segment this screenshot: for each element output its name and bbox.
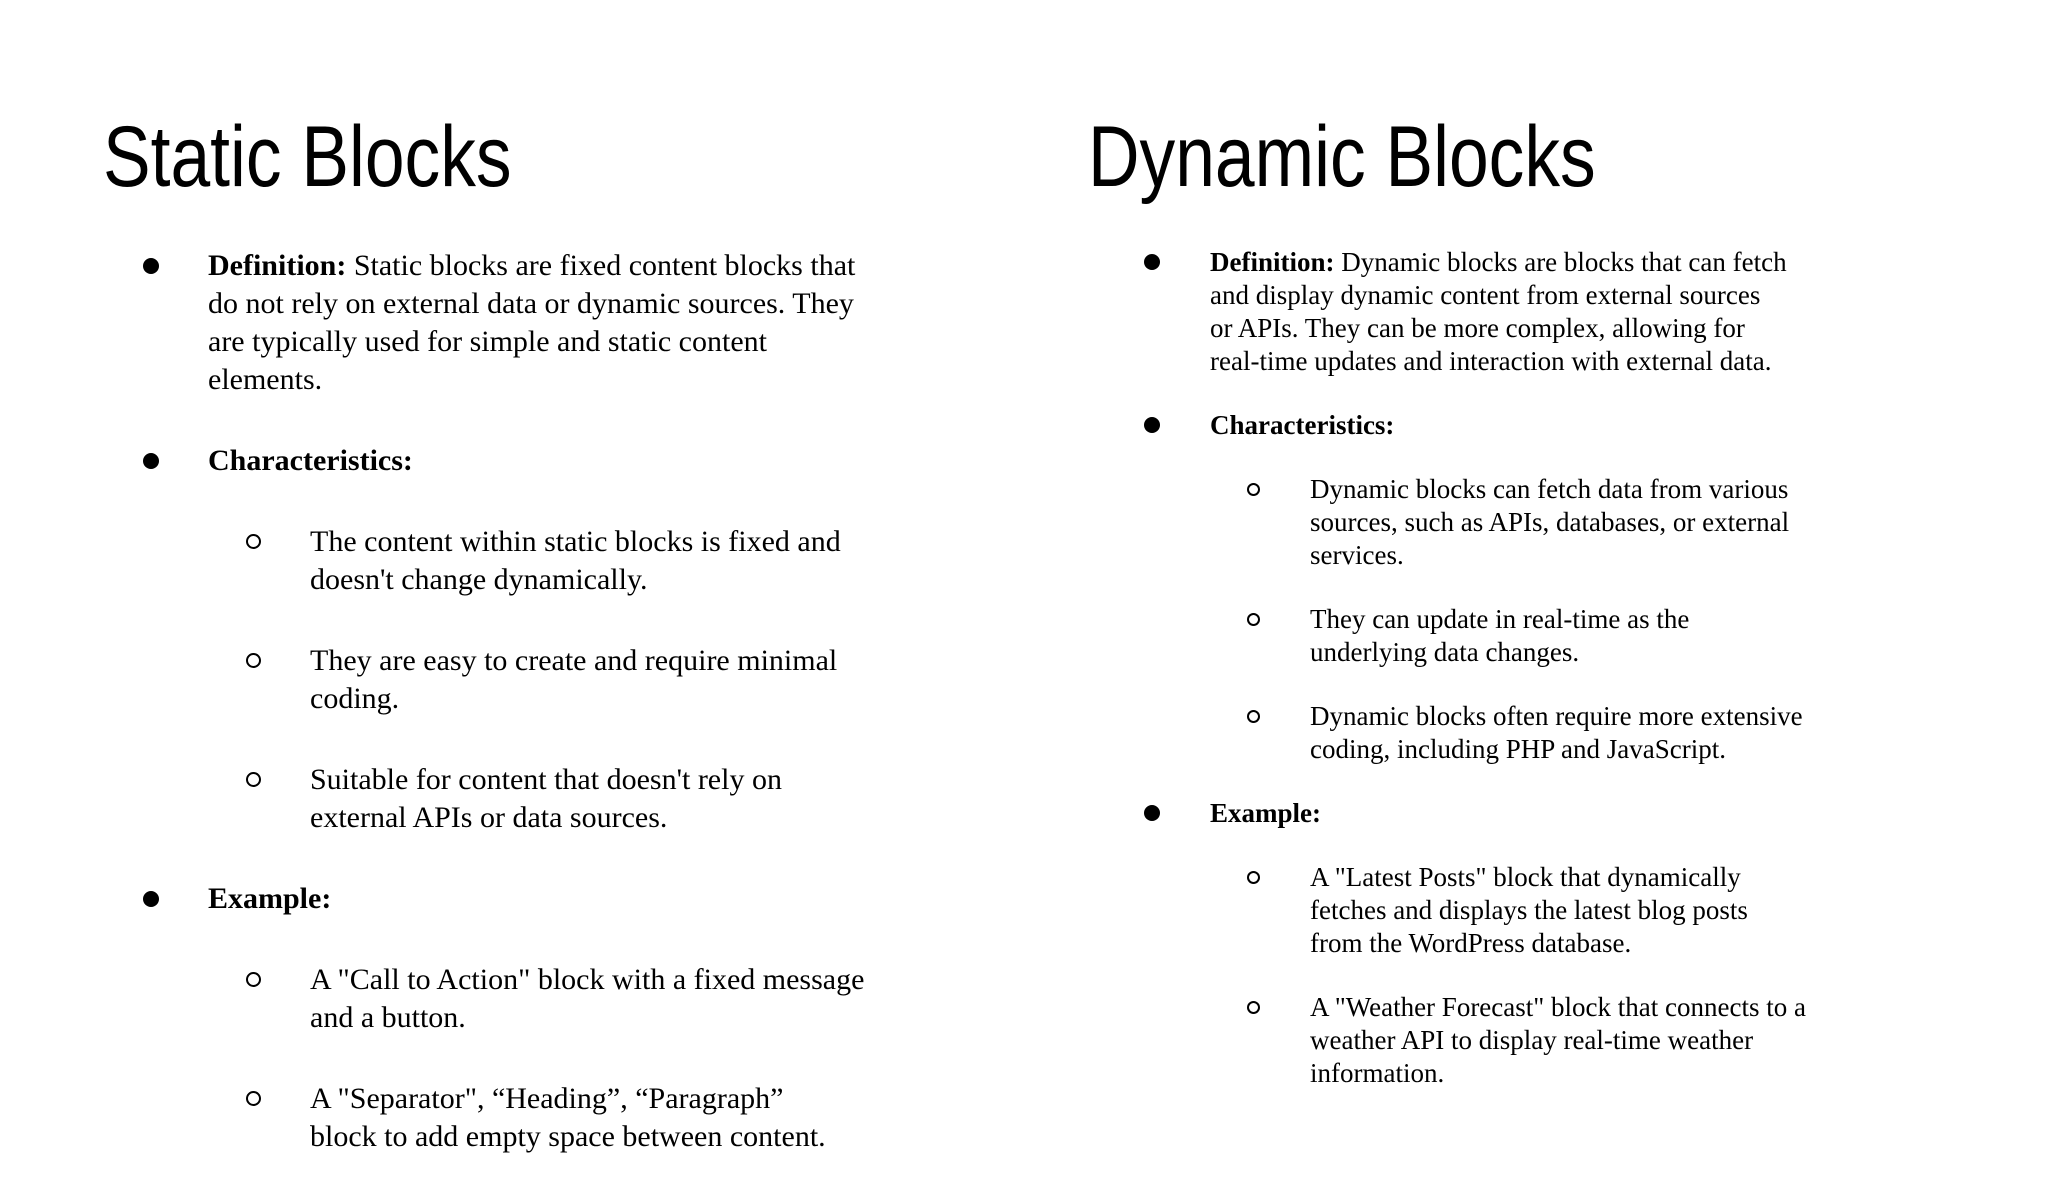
list-item-text: Definition: Static blocks are fixed cont… bbox=[208, 249, 856, 396]
dynamic-blocks-list: Definition: Dynamic blocks are blocks th… bbox=[1144, 246, 1930, 1121]
bullet-circle-icon bbox=[1247, 613, 1260, 626]
list-item-lead: Characteristics: bbox=[208, 444, 413, 477]
list-item-text: Example: bbox=[208, 880, 1058, 918]
bullet-circle-icon bbox=[246, 534, 261, 549]
right-column-title-text: Dynamic Blocks bbox=[1088, 108, 1596, 205]
bullet-circle-icon bbox=[246, 772, 261, 787]
list-item-text: Suitable for content that doesn't rely o… bbox=[310, 763, 782, 834]
left-column-title: Static Blocks bbox=[103, 114, 595, 200]
list-item-text: They are easy to create and require mini… bbox=[310, 644, 838, 715]
list-item-text: A "Call to Action" block with a fixed me… bbox=[310, 963, 865, 1034]
list-item-level2: A "Separator", “Heading”, “Paragraph” bl… bbox=[208, 1080, 1058, 1156]
right-column-title: Dynamic Blocks bbox=[1088, 114, 1700, 200]
list-item-level2: A "Latest Posts" block that dynamically … bbox=[1210, 861, 1930, 960]
list-item-text: Characteristics: bbox=[208, 442, 1058, 480]
list-item-text: Dynamic blocks can fetch data from vario… bbox=[1310, 474, 1790, 570]
bullet-circle-icon bbox=[1247, 871, 1260, 884]
list-item-text: Definition: Dynamic blocks are blocks th… bbox=[1210, 247, 1787, 376]
list-item-level2: The content within static blocks is fixe… bbox=[208, 523, 1058, 599]
list-item-level1: Definition: Static blocks are fixed cont… bbox=[143, 247, 1058, 399]
bullet-dot-icon bbox=[143, 453, 159, 469]
list-item-lead: Characteristics: bbox=[1210, 410, 1395, 440]
list-item-level2: A "Weather Forecast" block that connects… bbox=[1210, 991, 1930, 1090]
list-item-level1: Characteristics: bbox=[1144, 409, 1930, 442]
list-item-level2: They can update in real-time as the unde… bbox=[1210, 603, 1930, 669]
list-item-text: A "Weather Forecast" block that connects… bbox=[1310, 992, 1806, 1088]
list-item-text: A "Latest Posts" block that dynamically … bbox=[1310, 862, 1748, 958]
bullet-circle-icon bbox=[246, 972, 261, 987]
bullet-circle-icon bbox=[246, 1091, 261, 1106]
list-item-lead: Example: bbox=[208, 882, 332, 915]
list-item-level1: Example: bbox=[143, 880, 1058, 918]
list-item-level2: They are easy to create and require mini… bbox=[208, 642, 1058, 718]
bullet-dot-icon bbox=[143, 258, 159, 274]
bullet-dot-icon bbox=[143, 891, 159, 907]
list-item-lead: Definition: bbox=[1210, 247, 1335, 277]
bullet-circle-icon bbox=[1247, 483, 1260, 496]
bullet-circle-icon bbox=[246, 653, 261, 668]
list-item-lead: Definition: bbox=[208, 249, 347, 282]
list-item-text: Example: bbox=[1210, 797, 1930, 830]
list-item-level1: Characteristics: bbox=[143, 442, 1058, 480]
list-item-lead: Example: bbox=[1210, 798, 1321, 828]
list-item-text: A "Separator", “Heading”, “Paragraph” bl… bbox=[310, 1082, 826, 1153]
left-column-title-text: Static Blocks bbox=[103, 108, 512, 205]
list-item-text: They can update in real-time as the unde… bbox=[1310, 604, 1690, 667]
list-item-level1: Definition: Dynamic blocks are blocks th… bbox=[1144, 246, 1930, 378]
list-item-level2: A "Call to Action" block with a fixed me… bbox=[208, 961, 1058, 1037]
list-item-level1: Example: bbox=[1144, 797, 1930, 830]
bullet-circle-icon bbox=[1247, 710, 1260, 723]
list-item-level2: Dynamic blocks can fetch data from vario… bbox=[1210, 473, 1930, 572]
bullet-dot-icon bbox=[1144, 254, 1160, 270]
static-blocks-list: Definition: Static blocks are fixed cont… bbox=[143, 247, 1058, 1199]
list-item-text: Characteristics: bbox=[1210, 409, 1930, 442]
bullet-dot-icon bbox=[1144, 417, 1160, 433]
list-item-text: Dynamic blocks often require more extens… bbox=[1310, 701, 1803, 764]
list-item-level2: Dynamic blocks often require more extens… bbox=[1210, 700, 1930, 766]
bullet-circle-icon bbox=[1247, 1001, 1260, 1014]
bullet-dot-icon bbox=[1144, 805, 1160, 821]
list-item-text: The content within static blocks is fixe… bbox=[310, 525, 841, 596]
slide-canvas: { "slide": { "background": "#ffffff", "t… bbox=[103, 113, 1930, 1153]
list-item-level2: Suitable for content that doesn't rely o… bbox=[208, 761, 1058, 837]
